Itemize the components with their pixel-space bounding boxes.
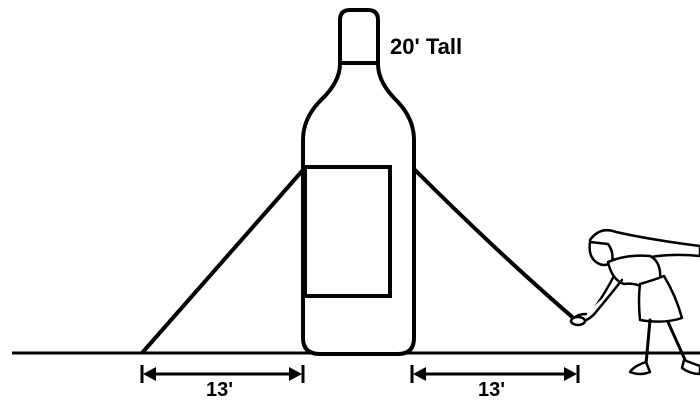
left-distance-label: 13' [206,379,234,401]
woman-hand [569,315,587,327]
woman-figure [569,229,700,376]
woman-legs [644,318,688,366]
woman-skirt [637,274,684,323]
woman-head [588,240,614,267]
right-distance-label: 13' [478,379,506,401]
bottle-label [303,165,392,298]
woman-left-shoe [628,360,652,376]
height-label: 20' Tall [390,34,463,59]
right-tether-rope [411,166,580,324]
woman-right-shoe [680,358,700,376]
left-dimension-arrow [140,365,305,383]
right-dimension-arrow [410,365,580,383]
left-tether-rope [140,168,305,355]
